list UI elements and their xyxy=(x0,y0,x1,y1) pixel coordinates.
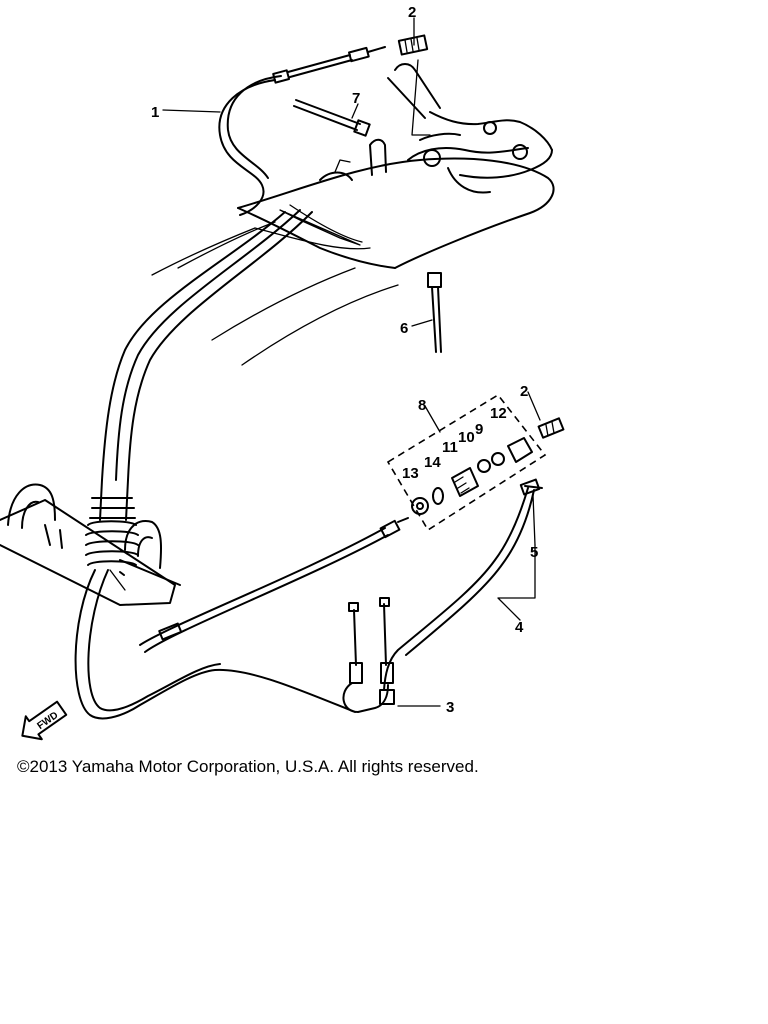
handlebar-assembly xyxy=(319,63,553,194)
parts-diagram: 1 2 7 6 8 2 12 9 10 11 14 13 5 4 3 FWD xyxy=(0,4,565,741)
callout-2-top: 2 xyxy=(408,4,416,21)
cable-4 xyxy=(383,478,543,691)
assembly-8-group xyxy=(386,393,565,532)
cable-3 xyxy=(342,597,395,713)
fitting-11 xyxy=(451,467,479,497)
callout-3: 3 xyxy=(446,699,454,716)
leader-lines xyxy=(162,17,541,707)
washer-14 xyxy=(432,487,444,505)
callout-2-right: 2 xyxy=(520,383,528,400)
cable-to-8 xyxy=(139,517,409,653)
callout-14: 14 xyxy=(424,454,441,471)
fwd-arrow-icon: FWD xyxy=(21,700,68,741)
callout-11: 11 xyxy=(442,439,458,456)
washer-9 xyxy=(491,452,505,466)
lower-cables xyxy=(74,569,356,720)
washer-13 xyxy=(411,497,429,515)
callout-7: 7 xyxy=(352,90,360,107)
adjuster-2-right xyxy=(537,417,565,439)
copyright-notice: ©2013 Yamaha Motor Corporation, U.S.A. A… xyxy=(17,757,479,776)
callout-8: 8 xyxy=(418,397,426,414)
callout-12: 12 xyxy=(490,405,507,422)
callout-13: 13 xyxy=(402,465,419,482)
callout-10: 10 xyxy=(458,429,475,446)
cable-1 xyxy=(218,46,386,216)
nut-12 xyxy=(507,437,533,463)
callout-1: 1 xyxy=(151,104,159,121)
tie-strap-7 xyxy=(293,99,371,137)
callout-9: 9 xyxy=(475,421,483,438)
hull-outline xyxy=(151,157,555,366)
steering-mount xyxy=(0,483,181,606)
cable-bundle xyxy=(85,209,313,566)
callout-5: 5 xyxy=(530,544,538,561)
callout-4: 4 xyxy=(515,619,524,636)
tie-strap-6 xyxy=(427,272,442,353)
callout-6: 6 xyxy=(400,320,408,337)
ring-10 xyxy=(477,459,491,473)
adjuster-2-top xyxy=(397,34,429,56)
